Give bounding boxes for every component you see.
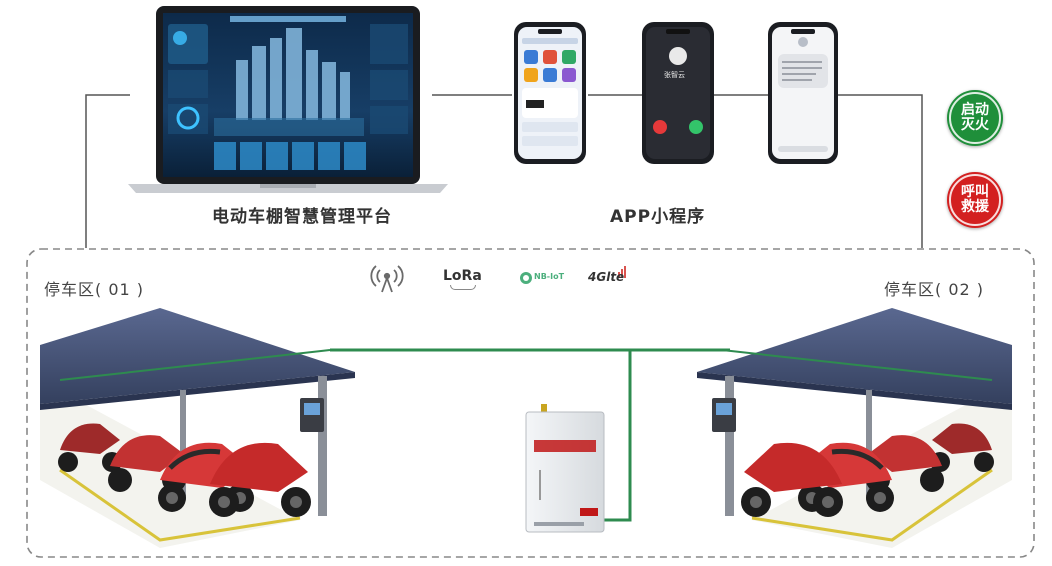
line-sms-to-frame [838, 94, 923, 248]
4g-lte-logo-mark [618, 266, 626, 278]
fire-control-box [525, 404, 605, 533]
parking-area-frame [26, 248, 1035, 558]
platform-caption: 电动车棚智慧管理平台 [212, 207, 392, 227]
wireless-antenna-icon [370, 265, 404, 293]
decline-call-icon [653, 120, 667, 134]
box-antenna-icon [541, 404, 547, 416]
nb-iot-logo [520, 272, 532, 284]
nb-iot-logo-text: NB-IoT [534, 272, 565, 281]
lora-wave-icon [450, 285, 476, 290]
phone-app-screen [514, 22, 586, 164]
fire-badge-line2: 灭火 [961, 117, 989, 133]
phone-call-screen [642, 22, 714, 164]
start-fire-suppression-badge: 启动 灭火 [947, 90, 1003, 146]
app-caption: APP小程序 [610, 207, 706, 227]
laptop-illustration [128, 6, 448, 193]
line-platform-to-frame [85, 94, 130, 248]
accept-call-icon [689, 120, 703, 134]
scooters-left [58, 423, 311, 517]
parking-shelter-right [697, 308, 1012, 548]
connection-lines [85, 94, 923, 248]
parking-shelter-left [40, 308, 355, 548]
scooters-right [741, 423, 994, 517]
zone-label-left: 停车区( 01 ) [44, 280, 145, 299]
call-rescue-badge: 呼叫 救援 [947, 172, 1003, 228]
caller-name: 张智云 [664, 71, 685, 79]
rescue-badge-line1: 呼叫 [961, 184, 989, 200]
rescue-badge-line2: 救援 [961, 199, 989, 215]
zone-label-right: 停车区( 02 ) [884, 280, 985, 299]
4g-lte-logo: 4Glte [588, 270, 625, 284]
fire-badge-line1: 启动 [961, 102, 989, 118]
lora-logo: LoRa [443, 268, 482, 284]
phone-sms-screen [768, 22, 838, 164]
network-link [330, 348, 730, 522]
